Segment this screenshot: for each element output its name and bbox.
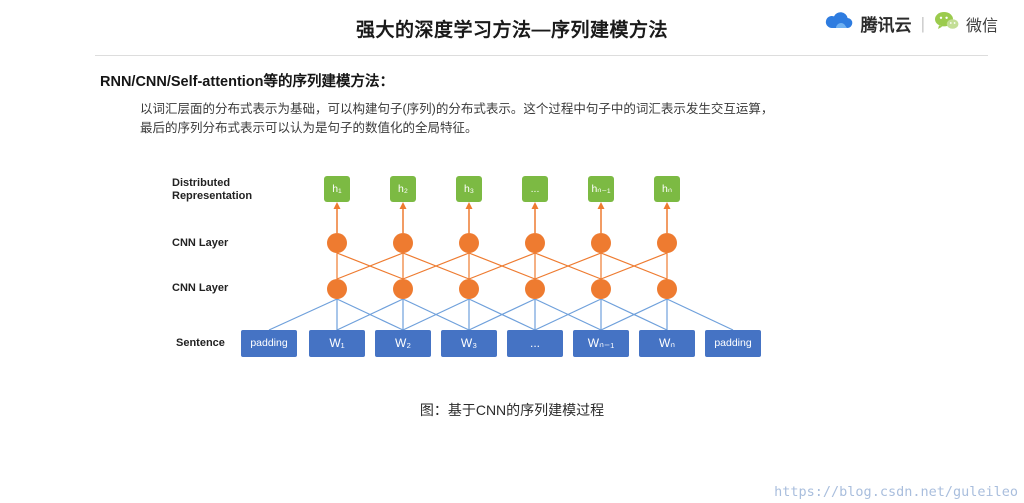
header-divider xyxy=(95,55,988,56)
figure-caption: 图：基于CNN的序列建模过程 xyxy=(419,402,605,418)
hidden-node-h2: h₂ xyxy=(390,176,416,202)
word-box-w2: W₂ xyxy=(375,330,431,357)
cnn2-neuron xyxy=(459,279,479,299)
cnn1-neuron xyxy=(393,233,413,253)
wechat-icon xyxy=(934,11,959,37)
cnn2-neuron xyxy=(327,279,347,299)
wechat-label: 微信 xyxy=(965,17,998,35)
word-box-dots: ... xyxy=(507,330,563,357)
word-box-padding-left: padding xyxy=(241,330,297,357)
word-box-padding-right: padding xyxy=(705,330,761,357)
body-paragraph-line2: 最后的序列分布式表示可以认为是句子的数值化的全局特征。 xyxy=(140,121,478,136)
word-box-wn: Wₙ xyxy=(639,330,695,357)
cnn1-neuron xyxy=(657,233,677,253)
section-heading: RNN/CNN/Self-attention等的序列建模方法： xyxy=(100,74,395,90)
cnn2-neuron xyxy=(657,279,677,299)
cnn1-neuron xyxy=(459,233,479,253)
brand-bar: 腾讯云 | 微信 xyxy=(824,10,998,37)
hidden-node-h1: h₁ xyxy=(324,176,350,202)
word-box-w3: W₃ xyxy=(441,330,497,357)
cnn1-neuron xyxy=(525,233,545,253)
row-label-sentence: Sentence xyxy=(176,337,225,349)
brand-separator: | xyxy=(920,13,925,33)
tencent-cloud-label: 腾讯云 xyxy=(860,16,912,35)
row-label-cnn-layer-1: CNN Layer xyxy=(172,237,229,249)
slide-title: 强大的深度学习方法—序列建模方法 xyxy=(355,20,668,41)
body-paragraph: 以词汇层面的分布式表示为基础，可以构建句子(序列)的分布式表示。这个过程中句子中… xyxy=(140,100,790,139)
hidden-node-hn1: hₙ₋₁ xyxy=(588,176,614,202)
word-box-wn1: Wₙ₋₁ xyxy=(573,330,629,357)
cnn2-neuron xyxy=(393,279,413,299)
body-paragraph-line1: 以词汇层面的分布式表示为基础，可以构建句子(序列)的分布式表示。这个过程中句子中… xyxy=(140,102,774,116)
cnn1-neuron xyxy=(327,233,347,253)
hidden-node-hn: hₙ xyxy=(654,176,680,202)
row-label-distributed-representation: Distributed Representation xyxy=(172,177,253,203)
row-label-cnn-layer-2: CNN Layer xyxy=(172,282,229,294)
cnn2-neuron xyxy=(591,279,611,299)
word-box-w1: W₁ xyxy=(309,330,365,357)
cnn1-neuron xyxy=(591,233,611,253)
cnn2-neuron xyxy=(525,279,545,299)
watermark-url: https://blog.csdn.net/guleileo xyxy=(774,484,1018,500)
hidden-node-dots: ... xyxy=(522,176,548,202)
tencent-cloud-icon xyxy=(824,10,854,37)
hidden-node-h3: h₃ xyxy=(456,176,482,202)
